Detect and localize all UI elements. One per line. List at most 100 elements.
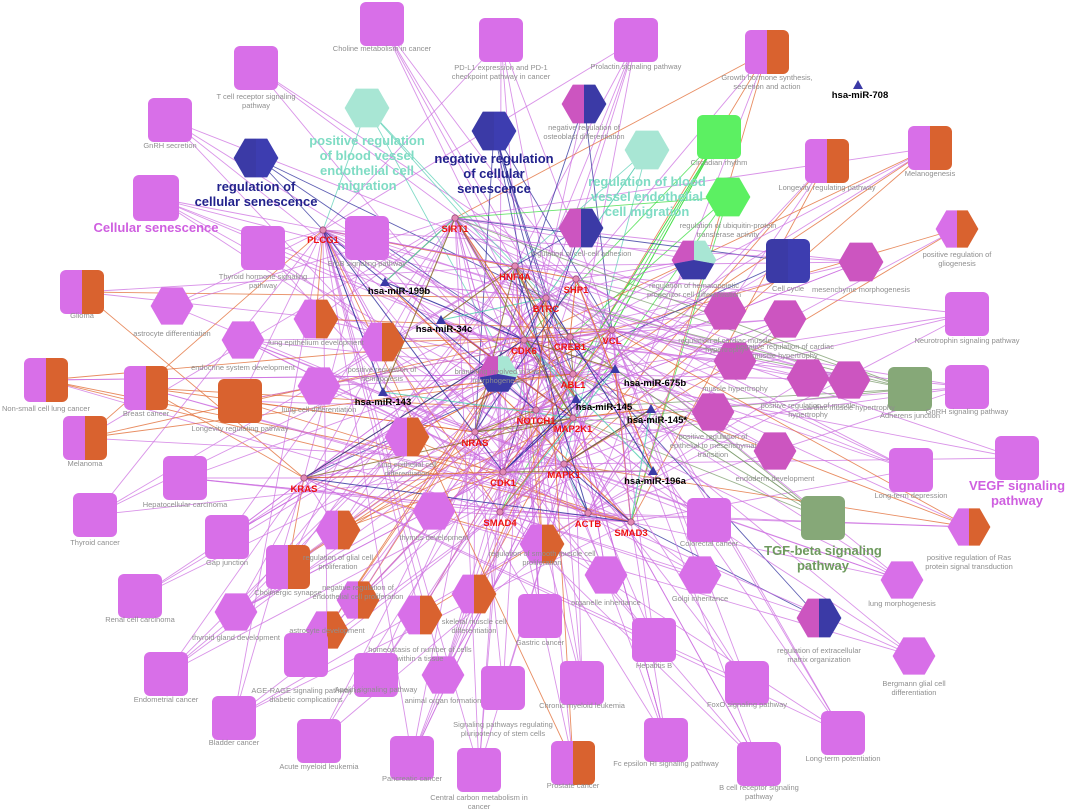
- term-node-renal[interactable]: [116, 572, 164, 620]
- term-node-cell_sen[interactable]: [131, 173, 181, 223]
- gene-node-map2k1[interactable]: [569, 414, 577, 422]
- mirna-node-hsa-mir-145[interactable]: [646, 404, 656, 413]
- gene-node-creb1[interactable]: [566, 333, 574, 341]
- term-node-central_carbon[interactable]: [455, 746, 503, 794]
- term-node-gap[interactable]: [203, 513, 251, 561]
- term-node-thymus[interactable]: [411, 488, 457, 534]
- term-node-reg_vessel[interactable]: [623, 126, 671, 174]
- mirna-node-hsa-mir-143[interactable]: [378, 387, 388, 396]
- term-node-pos_hema[interactable]: [358, 318, 406, 366]
- term-node-breast[interactable]: [122, 364, 170, 412]
- term-node-erbb[interactable]: [343, 214, 391, 262]
- term-node-melanogenesis[interactable]: [906, 124, 954, 172]
- term-node-pos_ras[interactable]: [946, 504, 992, 550]
- term-node-tcell[interactable]: [232, 44, 280, 92]
- term-node-agerage[interactable]: [282, 631, 330, 679]
- term-node-reg_cardiac_hyp[interactable]: [702, 288, 748, 334]
- term-node-thyroid_horm[interactable]: [239, 224, 287, 272]
- term-node-bcell[interactable]: [735, 740, 783, 788]
- gene-node-btrc[interactable]: [542, 294, 550, 302]
- gene-node-cdk6[interactable]: [520, 336, 528, 344]
- term-node-adherens[interactable]: [886, 365, 934, 413]
- term-node-prolactin[interactable]: [612, 16, 660, 64]
- term-node-musc_hyp[interactable]: [712, 338, 758, 384]
- mirna-node-hsa-mir-199b[interactable]: [380, 277, 390, 286]
- term-node-pdl1[interactable]: [477, 16, 525, 64]
- gene-node-notch1[interactable]: [532, 406, 540, 414]
- gene-node-plcg1[interactable]: [319, 226, 327, 234]
- gene-node-smad3[interactable]: [627, 518, 635, 526]
- gene-node-actb[interactable]: [584, 509, 592, 517]
- term-node-hepb[interactable]: [630, 616, 678, 664]
- gene-node-mapk1[interactable]: [560, 460, 568, 468]
- term-node-fceps[interactable]: [642, 716, 690, 764]
- term-node-bladder[interactable]: [210, 694, 258, 742]
- term-node-thyroid_dev[interactable]: [213, 589, 259, 635]
- term-node-epi_mes[interactable]: [690, 389, 736, 435]
- term-node-animal_organ[interactable]: [420, 652, 466, 698]
- term-node-longevity_path[interactable]: [216, 377, 264, 425]
- term-node-nsclc[interactable]: [22, 356, 70, 404]
- gene-node-kras[interactable]: [300, 474, 308, 482]
- term-node-lung_cell_diff[interactable]: [296, 363, 342, 409]
- term-node-thyroid_cancer[interactable]: [71, 491, 119, 539]
- term-node-vegf[interactable]: [993, 434, 1041, 482]
- term-node-colorectal[interactable]: [685, 496, 733, 544]
- term-node-cardiac_hyp[interactable]: [826, 357, 872, 403]
- term-node-homeo[interactable]: [396, 591, 444, 639]
- term-node-pancreatic[interactable]: [388, 734, 436, 782]
- term-node-neg_sen[interactable]: [470, 107, 518, 155]
- term-node-neurotrophin[interactable]: [943, 290, 991, 338]
- gene-node-cdk1[interactable]: [499, 468, 507, 476]
- term-node-neg_cardiac_hyp[interactable]: [762, 296, 808, 342]
- term-node-lung_epi_diff[interactable]: [383, 413, 431, 461]
- term-node-astro_diff[interactable]: [149, 283, 195, 329]
- term-node-circadian[interactable]: [695, 113, 743, 161]
- term-node-endoderm[interactable]: [752, 428, 798, 474]
- term-node-prostate[interactable]: [549, 739, 597, 787]
- term-node-apelin[interactable]: [352, 651, 400, 699]
- term-node-lung_epi_dev[interactable]: [292, 295, 340, 343]
- term-node-pos_glio[interactable]: [934, 206, 980, 252]
- term-node-ltd[interactable]: [887, 446, 935, 494]
- term-node-pos_musc_hyp[interactable]: [785, 355, 831, 401]
- term-node-choline[interactable]: [358, 0, 406, 48]
- term-node-growth[interactable]: [743, 28, 791, 76]
- term-node-skeletal[interactable]: [450, 570, 498, 618]
- mirna-node-hsa-mir-196a[interactable]: [648, 466, 658, 475]
- term-node-glioma[interactable]: [58, 268, 106, 316]
- gene-node-nras[interactable]: [471, 428, 479, 436]
- term-node-hepatocell[interactable]: [161, 454, 209, 502]
- gene-node-vcl[interactable]: [608, 326, 616, 334]
- term-node-reg_hema[interactable]: [670, 236, 718, 284]
- term-node-longevity_reg[interactable]: [803, 137, 851, 185]
- term-node-endocrine[interactable]: [220, 317, 266, 363]
- mirna-node-hsa-mir-675b[interactable]: [610, 364, 620, 373]
- mirna-node-hsa-mir-145[interactable]: [571, 394, 581, 403]
- term-node-reg_glial[interactable]: [314, 506, 362, 554]
- term-node-organelle[interactable]: [583, 552, 629, 598]
- term-node-mesench[interactable]: [837, 238, 885, 286]
- term-node-cellcycle[interactable]: [764, 237, 812, 285]
- term-node-cml[interactable]: [558, 659, 606, 707]
- term-node-gnrh_sec[interactable]: [146, 96, 194, 144]
- gene-node-hnf4a[interactable]: [511, 262, 519, 270]
- term-node-aml[interactable]: [295, 717, 343, 765]
- term-node-ltp[interactable]: [819, 709, 867, 757]
- mirna-node-hsa-mir-34c[interactable]: [436, 315, 446, 324]
- term-node-pluripotency[interactable]: [479, 664, 527, 712]
- term-node-golgi[interactable]: [677, 552, 723, 598]
- term-node-melanoma[interactable]: [61, 414, 109, 462]
- term-node-cholinergic[interactable]: [264, 543, 312, 591]
- term-node-gastric[interactable]: [516, 592, 564, 640]
- gene-node-shp1[interactable]: [572, 275, 580, 283]
- term-node-neg_endo[interactable]: [335, 577, 381, 623]
- term-node-bergmann[interactable]: [891, 633, 937, 679]
- term-node-tgfbeta[interactable]: [799, 494, 847, 542]
- gene-node-smad4[interactable]: [496, 508, 504, 516]
- term-node-foxo[interactable]: [723, 659, 771, 707]
- term-node-endometrial[interactable]: [142, 650, 190, 698]
- mirna-node-hsa-mir-708[interactable]: [853, 80, 863, 89]
- term-node-reg_sen[interactable]: [232, 134, 280, 182]
- term-node-neg_osteo[interactable]: [560, 80, 608, 128]
